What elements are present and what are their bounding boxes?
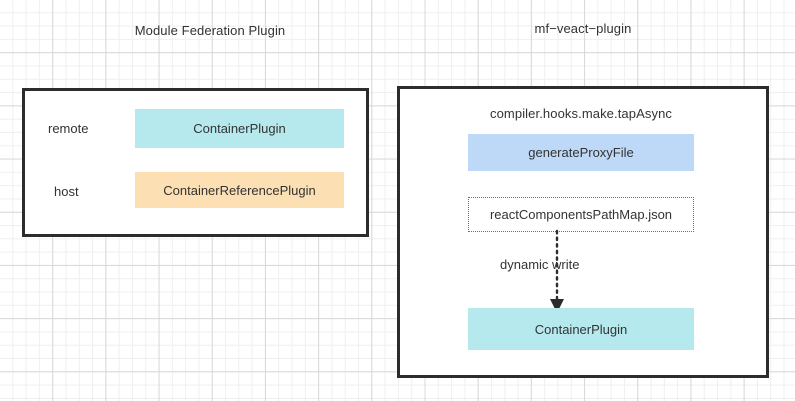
node-container-plugin-remote[interactable]: ContainerPlugin [135, 109, 344, 148]
group-title-module-federation-plugin: Module Federation Plugin [134, 23, 286, 38]
node-react-components-path-map-json[interactable]: reactComponentsPathMap.json [468, 197, 694, 232]
node-container-plugin-bottom[interactable]: ContainerPlugin [468, 308, 694, 350]
caption-compiler-hooks-make-tapasync: compiler.hooks.make.tapAsync [490, 106, 672, 121]
node-container-reference-plugin[interactable]: ContainerReferencePlugin [135, 172, 344, 208]
edge-label-dynamic-write: dynamic write [500, 257, 580, 272]
row-label-remote: remote [48, 121, 89, 136]
group-title-mf-veact-plugin: mf−veact−plugin [534, 21, 632, 36]
row-label-host: host [54, 184, 79, 199]
node-generate-proxy-file[interactable]: generateProxyFile [468, 134, 694, 171]
